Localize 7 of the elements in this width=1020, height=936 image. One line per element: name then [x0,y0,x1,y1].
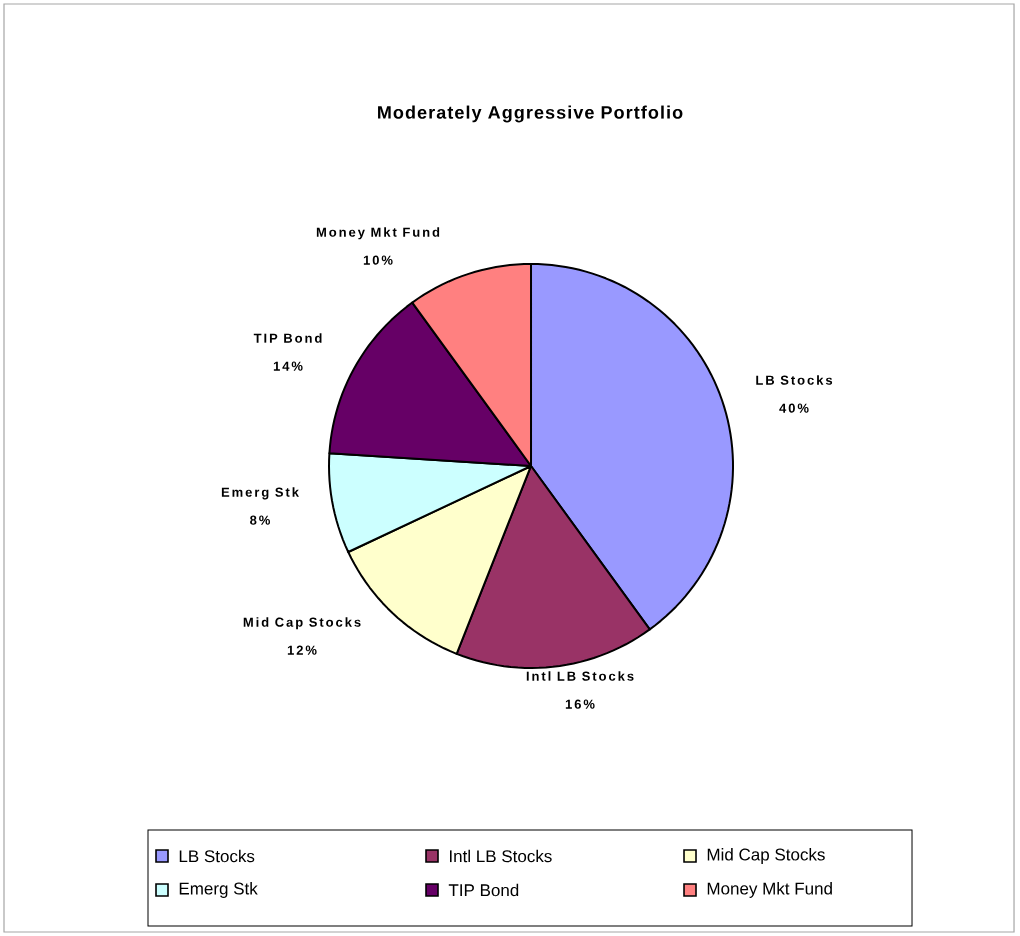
legend-item: Intl LB Stocks [425,849,552,863]
legend-item: LB Stocks [155,849,255,863]
legend-item: Mid Cap Stocks [683,848,825,864]
legend-item: Emerg Stk [155,882,258,898]
legend-item: TIP Bond [425,883,519,897]
legend-item: Money Mkt Fund [683,882,832,898]
chart-title: Moderately Aggressive Portfolio [378,105,683,123]
